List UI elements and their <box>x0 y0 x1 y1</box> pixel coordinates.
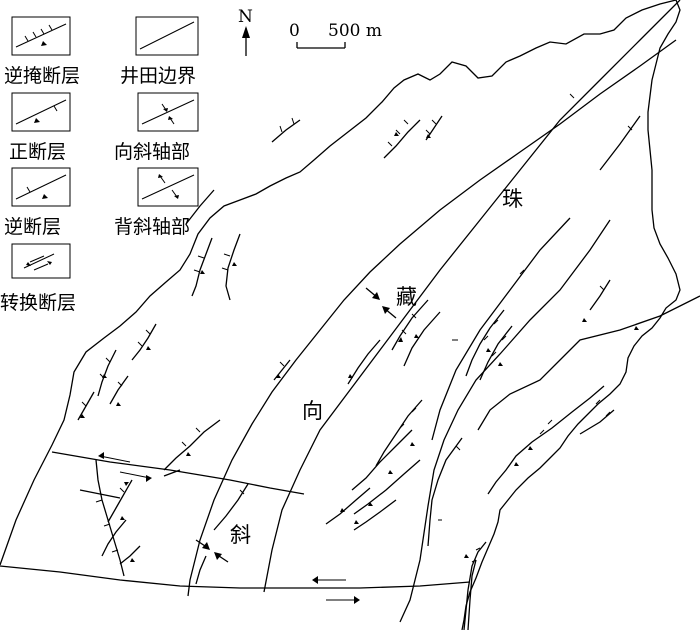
faults <box>77 0 700 630</box>
fault-west-3 <box>131 323 157 361</box>
fault-mid-6 <box>375 399 423 467</box>
field-boundary-outline <box>0 0 677 566</box>
legend: 逆掩断层 井田边界 正断层 向斜轴部 <box>0 16 199 314</box>
fault-east-2 <box>399 219 611 623</box>
legend-symbol-thrust-overthrust <box>11 16 71 56</box>
syncline-char-2: 藏 <box>396 285 417 309</box>
fault-mid-2 <box>403 311 441 367</box>
fault-west-13 <box>195 555 207 585</box>
transform-arrows <box>98 452 360 604</box>
fault-west-7 <box>95 459 125 577</box>
fault-mid-10 <box>325 487 371 525</box>
legend-symbol-normal-fault <box>11 92 71 132</box>
syncline-name: 珠 藏 向 斜 <box>230 187 523 547</box>
fault-west-10 <box>119 545 141 565</box>
legend-symbol-field-boundary <box>135 16 199 56</box>
fault-mid-15 <box>163 419 221 471</box>
syncline-axis-main <box>187 39 677 597</box>
legend-symbol-syncline-axis <box>137 92 199 132</box>
fault-west-1 <box>225 233 241 301</box>
fault-mid-1 <box>391 299 429 351</box>
syncline-char-3: 向 <box>302 399 323 423</box>
syncline-char-1: 珠 <box>502 187 523 211</box>
fault-southeast-3 <box>467 559 477 630</box>
legend-symbol-transform-fault <box>11 243 71 279</box>
north-label: N <box>238 7 253 27</box>
fault-mid-12 <box>383 119 421 159</box>
fault-west-11 <box>79 489 121 499</box>
fault-east-4 <box>599 115 641 171</box>
fault-ticks <box>81 93 633 563</box>
legend-symbol-reverse-fault <box>11 167 71 207</box>
legend-label-syncline-axis: 向斜轴部 <box>114 141 190 163</box>
legend-label-normal-fault: 正断层 <box>9 141 66 163</box>
fault-southeast-2 <box>463 541 487 630</box>
fault-west-4 <box>97 349 117 397</box>
fault-east-1 <box>431 217 571 441</box>
fault-west-12 <box>185 189 215 225</box>
legend-label-field-boundary: 井田边界 <box>120 65 196 87</box>
fault-west-2 <box>191 237 213 297</box>
legend-label-reverse-fault: 逆断层 <box>4 216 61 238</box>
legend-label-transform-fault: 转换断层 <box>0 292 76 314</box>
fault-east-3 <box>477 295 700 431</box>
scale-end-label: 500 m <box>328 21 382 41</box>
fault-west-8 <box>107 479 133 523</box>
fault-mid-8 <box>353 459 421 515</box>
north-arrow-icon <box>242 26 250 38</box>
fault-mid-5 <box>479 325 513 381</box>
bottom-boundary <box>0 565 471 589</box>
syncline-axis-arrows <box>195 287 397 563</box>
fault-central-long <box>263 0 681 593</box>
north-arrow: N <box>238 7 253 56</box>
legend-label-thrust: 逆掩断层 <box>4 65 80 87</box>
fault-mid-9 <box>353 499 397 531</box>
dip-arrows <box>80 132 639 562</box>
fault-mid-14 <box>273 359 291 381</box>
syncline-char-4: 斜 <box>230 523 251 547</box>
fault-west-14 <box>213 483 249 531</box>
fault-mid-7 <box>351 429 413 491</box>
fault-east-7 <box>579 409 615 435</box>
legend-symbol-anticline-axis <box>137 167 199 207</box>
field-boundary-right <box>461 0 681 630</box>
fault-east-6 <box>487 385 605 495</box>
fault-mid-11 <box>271 119 301 143</box>
scale-bar: 0 500 m <box>289 21 382 49</box>
fault-mid-3 <box>347 339 381 385</box>
fault-east-5 <box>589 279 611 311</box>
transform-fault-cross <box>51 451 305 495</box>
fault-mid-16 <box>163 469 181 477</box>
fault-west-9 <box>101 519 127 557</box>
fault-west-6 <box>109 375 129 405</box>
legend-label-anticline-axis: 背斜轴部 <box>114 216 190 238</box>
fault-mid-4 <box>465 309 505 377</box>
fault-southeast-1 <box>427 437 463 547</box>
scale-start-label: 0 <box>289 21 300 41</box>
